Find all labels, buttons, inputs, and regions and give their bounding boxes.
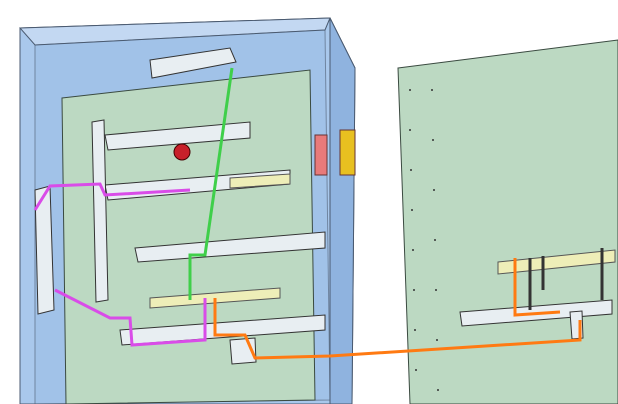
switch-handle[interactable]: [339, 129, 356, 176]
door-switch[interactable]: [314, 134, 328, 176]
indicator-light[interactable]: [173, 143, 191, 161]
wires[interactable]: [33, 67, 604, 360]
mounting-holes: [409, 89, 439, 391]
